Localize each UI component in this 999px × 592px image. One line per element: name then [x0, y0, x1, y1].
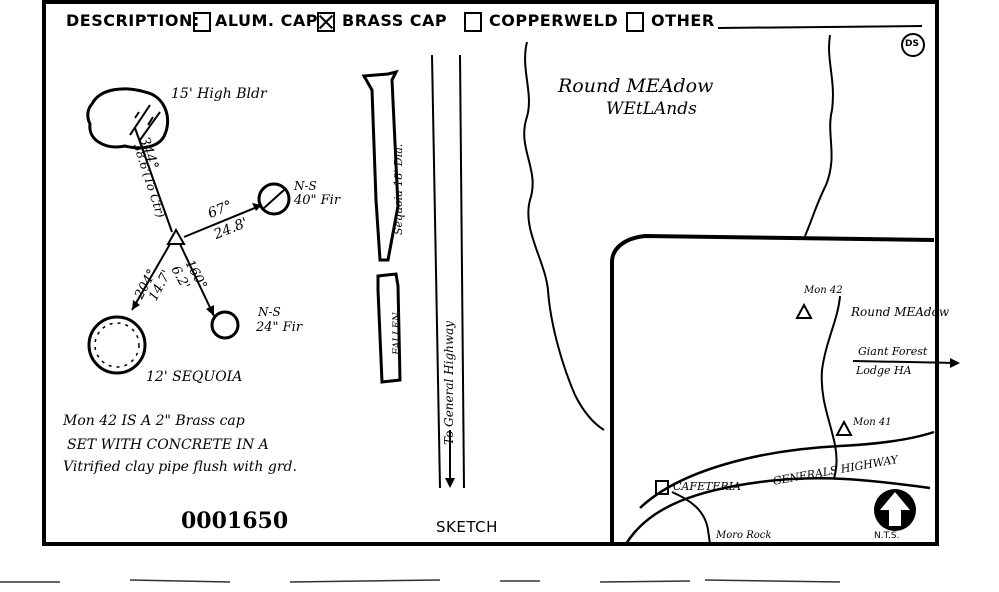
bearing-line-fir24: [179, 243, 215, 317]
fallen-log: [376, 272, 402, 384]
other-underline: [717, 25, 923, 29]
vicinity-map-border: [610, 233, 935, 544]
stamp-initials: DS: [905, 39, 919, 49]
standing-log-label: Sequoia 18' Dia.: [392, 143, 405, 235]
sketch-label: SKETCH: [436, 518, 498, 536]
other-checkbox[interactable]: [626, 12, 644, 32]
road-line-left: [431, 54, 441, 489]
note-line-1: Mon 42 IS A 2" Brass cap: [63, 413, 245, 429]
alum-cap-checkbox[interactable]: [193, 12, 211, 32]
map-cafeteria-label: CAFETERIA: [673, 480, 741, 493]
sequoia-circle: [87, 315, 147, 375]
fir24-label-species: N-S: [258, 305, 281, 319]
standing-log: [361, 69, 400, 262]
fir40-label-species: N-S: [294, 179, 317, 193]
other-label: OTHER: [651, 11, 715, 30]
lodge-arrow: [852, 360, 959, 364]
stamp-circle: [901, 33, 925, 57]
mon42-triangle: [166, 227, 186, 245]
map-highway-upper: [639, 430, 935, 509]
copperweld-checkbox[interactable]: [464, 12, 482, 32]
brass-cap-label: BRASS CAP: [342, 11, 448, 30]
map-moro-rock-label: Moro Rock: [716, 530, 772, 541]
map-mon41-label: Mon 41: [853, 417, 892, 428]
map-mon42-triangle: [795, 302, 813, 319]
copperweld-label: COPPERWELD: [489, 11, 619, 30]
fir40-label-size: 40" Fir: [294, 193, 341, 208]
wetlands-boundary-right: [804, 34, 834, 237]
map-moro-road: [671, 491, 711, 545]
wetlands-subtitle: WEtLAnds: [606, 99, 697, 119]
bearing-line-fir40: [183, 204, 263, 238]
description-label: DESCRIPTION:: [66, 11, 200, 30]
building-label: 15' High Bldr: [171, 86, 267, 102]
road-line-right: [459, 54, 465, 489]
building-shape: [86, 87, 170, 150]
sequoia-label: 12' SEQUOIA: [146, 369, 243, 385]
record-number: 0001650: [181, 508, 289, 534]
map-round-meadow-label: Round MEAdow: [851, 305, 950, 319]
map-cafeteria-box: [655, 480, 669, 495]
map-lodge-line1: Giant Forest: [858, 345, 928, 358]
wetlands-boundary-left: [523, 41, 605, 431]
map-nts-label: N.T.S.: [874, 531, 900, 541]
fallen-log-label: FALLEN: [392, 312, 403, 355]
card-border: [42, 0, 939, 546]
alum-cap-label: ALUM. CAP: [215, 11, 318, 30]
fir24-label-size: 24" Fir: [256, 320, 303, 335]
road-label: To General Highway: [442, 320, 456, 445]
note-line-2: SET WITH CONCRETE IN A: [67, 437, 269, 453]
brass-cap-checkbox[interactable]: [317, 12, 335, 32]
map-lodge-line2: Lodge HA: [856, 364, 912, 377]
wetlands-title: Round MEAdow: [558, 75, 714, 97]
map-mon42-label: Mon 42: [804, 285, 843, 296]
map-creek: [820, 295, 841, 479]
building-hatch: [129, 104, 161, 141]
map-highway-lower: [624, 476, 931, 545]
bearing-line-building: [134, 127, 173, 233]
note-line-3: Vitrified clay pipe flush with grd.: [63, 459, 297, 475]
scan-artifact-lines: [0, 579, 841, 583]
fir24-circle: [210, 310, 240, 340]
bearing-line-sequoia: [131, 243, 171, 311]
fir40-circle: [257, 182, 291, 216]
map-mon41-triangle: [835, 419, 853, 436]
